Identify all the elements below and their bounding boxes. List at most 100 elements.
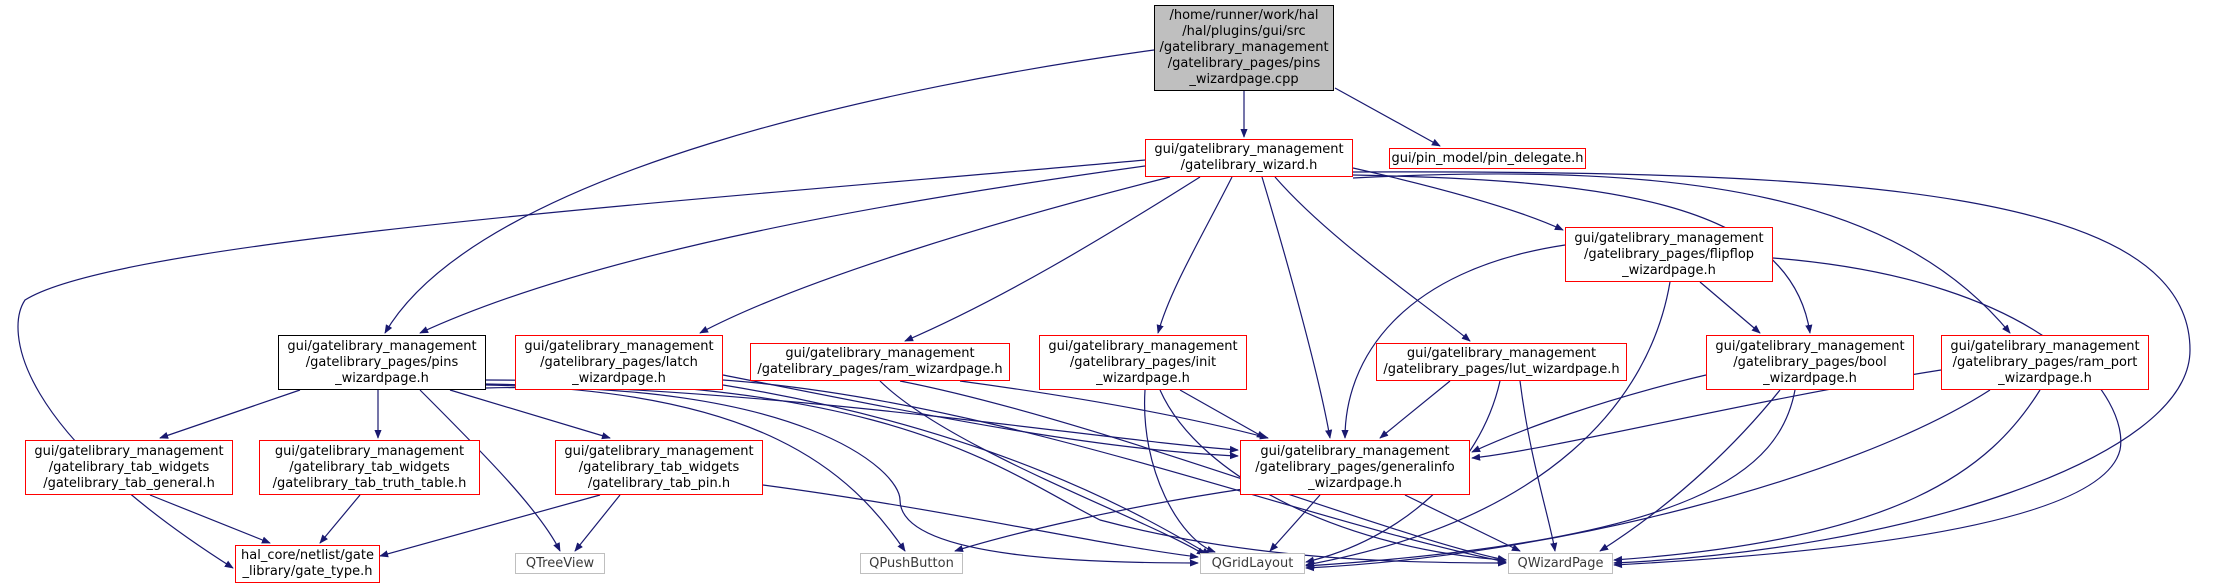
node-label-line: gui/gatelibrary_management — [1715, 338, 1905, 354]
node-init-wizardpage-h[interactable]: gui/gatelibrary_management/gatelibrary_p… — [1039, 335, 1247, 390]
node-label-line: /gatelibrary_tab_general.h — [43, 475, 215, 491]
node-lut-wizardpage-h[interactable]: gui/gatelibrary_management/gatelibrary_p… — [1376, 343, 1627, 381]
edge-generalinfo-to-qpushbutton — [954, 487, 1251, 553]
node-label-line: gui/gatelibrary_management — [1950, 338, 2140, 354]
edge-generalinfo-to-qgridlayout — [1269, 494, 1321, 552]
node-label-line: /gatelibrary_pages/lut_wizardpage.h — [1383, 362, 1620, 377]
edge-lut-to-qwizardpage — [1519, 380, 1558, 552]
edge-tab-pin-to-qtreeview — [574, 494, 621, 552]
node-label-line: /gatelibrary_tab_widgets — [48, 459, 210, 475]
edge-init-to-generalinfo — [1179, 389, 1266, 439]
node-label-line: /gatelibrary_pages/init — [1069, 354, 1217, 370]
edge-tab-truth-to-gate-type — [319, 494, 361, 544]
edge-bool-to-qgridlayout — [1305, 389, 1796, 570]
edge-wizard-to-flipflop — [1352, 167, 1564, 231]
node-label-line: /gatelibrary_tab_pin.h — [587, 475, 731, 491]
node-label-line: /gatelibrary_management — [1159, 40, 1329, 55]
node-label-line: gui/gatelibrary_management — [1574, 230, 1764, 246]
node-ram-wizardpage-h[interactable]: gui/gatelibrary_management/gatelibrary_p… — [750, 343, 1010, 381]
node-qwizardpage: QWizardPage — [1508, 553, 1613, 574]
node-label-line: _wizardpage.h — [1622, 262, 1716, 278]
node-label-line: /gatelibrary_pages/ram_wizardpage.h — [757, 362, 1003, 377]
node-tab-general-h[interactable]: gui/gatelibrary_management/gatelibrary_t… — [25, 440, 233, 495]
node-label-line: gui/gatelibrary_management — [785, 346, 975, 361]
edge-wizard-to-ram — [904, 176, 1201, 342]
edge-tab-pin-to-gate-type — [379, 494, 601, 558]
node-label-line: gui/gatelibrary_management — [287, 338, 477, 354]
node-label-line: /gatelibrary_tab_truth_table.h — [272, 475, 467, 491]
node-label-line: gui/gatelibrary_management — [1048, 338, 1238, 354]
edge-ram-port-to-qgridlayout — [1305, 389, 1991, 572]
node-label-line: /gatelibrary_pages/pins — [1167, 56, 1321, 71]
node-label-line: gui/gatelibrary_management — [1260, 443, 1450, 459]
node-label-line: /gatelibrary_wizard.h — [1180, 158, 1318, 173]
node-gatelibrary-wizard-h[interactable]: gui/gatelibrary_management/gatelibrary_w… — [1145, 139, 1353, 177]
node-flipflop-wizardpage-h[interactable]: gui/gatelibrary_management/gatelibrary_p… — [1565, 227, 1773, 282]
edge-flipflop-to-bool — [1699, 281, 1761, 334]
node-tab-pin-h[interactable]: gui/gatelibrary_management/gatelibrary_t… — [555, 440, 763, 495]
edge-wizard-to-latch — [699, 176, 1171, 334]
edge-ram-to-generalinfo — [959, 380, 1269, 440]
node-label-line: gui/gatelibrary_management — [274, 443, 465, 459]
edge-wizard-to-lut — [1274, 176, 1471, 342]
node-ram-port-wizardpage-h[interactable]: gui/gatelibrary_management/gatelibrary_p… — [1941, 335, 2149, 390]
node-pins-wizardpage-cpp: /home/runner/work/hal/hal/plugins/gui/sr… — [1154, 5, 1334, 91]
edge-latch-to-qgridlayout — [722, 384, 1211, 556]
edge-pins-h-to-tab-pin — [449, 389, 611, 440]
node-gate-type-h[interactable]: hal_core/netlist/gate_library/gate_type.… — [235, 545, 380, 583]
edge-lut-to-qgridlayout — [1305, 380, 1501, 564]
edge-init-to-qwizardpage — [1159, 389, 1507, 564]
node-generalinfo-wizardpage-h[interactable]: gui/gatelibrary_management/gatelibrary_p… — [1240, 440, 1470, 495]
node-label-line: QPushButton — [869, 555, 954, 571]
edge-wizard-to-qwizardpage — [1352, 171, 2191, 567]
node-label-line: QGridLayout — [1211, 555, 1294, 571]
node-label-line: _wizardpage.cpp — [1189, 72, 1299, 87]
node-label-line: _wizardpage.h — [1763, 370, 1857, 386]
edge-pins-h-to-qgridlayout — [485, 386, 1199, 567]
edge-pins-h-to-qpushbutton — [485, 384, 906, 552]
node-label-line: /gatelibrary_pages/pins — [305, 354, 459, 370]
node-label-line: /gatelibrary_pages/latch — [540, 354, 698, 370]
node-label-line: _wizardpage.h — [1308, 475, 1402, 491]
node-label-line: /gatelibrary_pages/ram_port — [1952, 354, 2138, 370]
edge-wizard-to-ram-port — [1352, 173, 2011, 334]
edge-lut-to-generalinfo — [1379, 380, 1451, 439]
edge-tab-pin-to-qgridlayout — [762, 484, 1199, 560]
node-label-line: gui/gatelibrary_management — [1154, 142, 1344, 157]
edge-flipflop-to-qgridlayout — [1305, 281, 1671, 568]
node-label-line: _wizardpage.h — [335, 370, 429, 386]
edge-wizard-to-bool — [1352, 174, 1813, 334]
node-label-line: hal_core/netlist/gate — [241, 548, 374, 563]
node-label-line: gui/gatelibrary_management — [564, 443, 754, 459]
node-tab-truth-table-h[interactable]: gui/gatelibrary_management/gatelibrary_t… — [259, 440, 480, 495]
node-label-line: gui/gatelibrary_management — [1406, 346, 1597, 361]
edge-pins-cpp-to-pin-delegate — [1334, 87, 1441, 147]
edge-pins-h-to-qtreeview — [419, 389, 561, 552]
node-label-line: QTreeView — [525, 555, 595, 571]
node-label-line: /gatelibrary_tab_widgets — [289, 459, 450, 475]
node-pin-delegate-h[interactable]: gui/pin_model/pin_delegate.h — [1389, 148, 1586, 169]
node-qtreeview: QTreeView — [515, 553, 605, 574]
edge-bool-to-generalinfo — [1471, 374, 1707, 453]
node-label-line: _wizardpage.h — [1998, 370, 2092, 386]
node-label-line: /hal/plugins/gui/src — [1182, 24, 1306, 39]
edge-pins-h-to-tab-general — [159, 389, 301, 439]
edge-flipflop-to-qwizardpage — [1613, 257, 2122, 569]
node-label-line: /gatelibrary_pages/flipflop — [1583, 246, 1755, 262]
edge-generalinfo-to-qwizardpage — [1404, 494, 1521, 552]
node-label-line: /gatelibrary_tab_widgets — [578, 459, 740, 475]
node-label-line: /home/runner/work/hal — [1169, 8, 1319, 23]
node-label-line: QWizardPage — [1517, 555, 1604, 571]
edge-tab-general-to-gate-type — [149, 494, 271, 544]
node-label-line: gui/pin_model/pin_delegate.h — [1391, 150, 1584, 166]
edge-latch-to-qwizardpage — [722, 379, 1507, 564]
edge-bool-to-qwizardpage — [1599, 389, 1781, 552]
node-bool-wizardpage-h[interactable]: gui/gatelibrary_management/gatelibrary_p… — [1706, 335, 1914, 390]
node-label-line: /gatelibrary_pages/bool — [1733, 354, 1887, 370]
node-latch-wizardpage-h[interactable]: gui/gatelibrary_management/gatelibrary_p… — [515, 335, 723, 390]
edge-latch-to-generalinfo — [722, 374, 1239, 460]
node-pins-wizardpage-h[interactable]: gui/gatelibrary_management/gatelibrary_p… — [278, 335, 486, 390]
edge-pins-cpp-to-pins-h — [384, 49, 1155, 334]
edge-wizard-to-gate-type — [17, 159, 1146, 569]
